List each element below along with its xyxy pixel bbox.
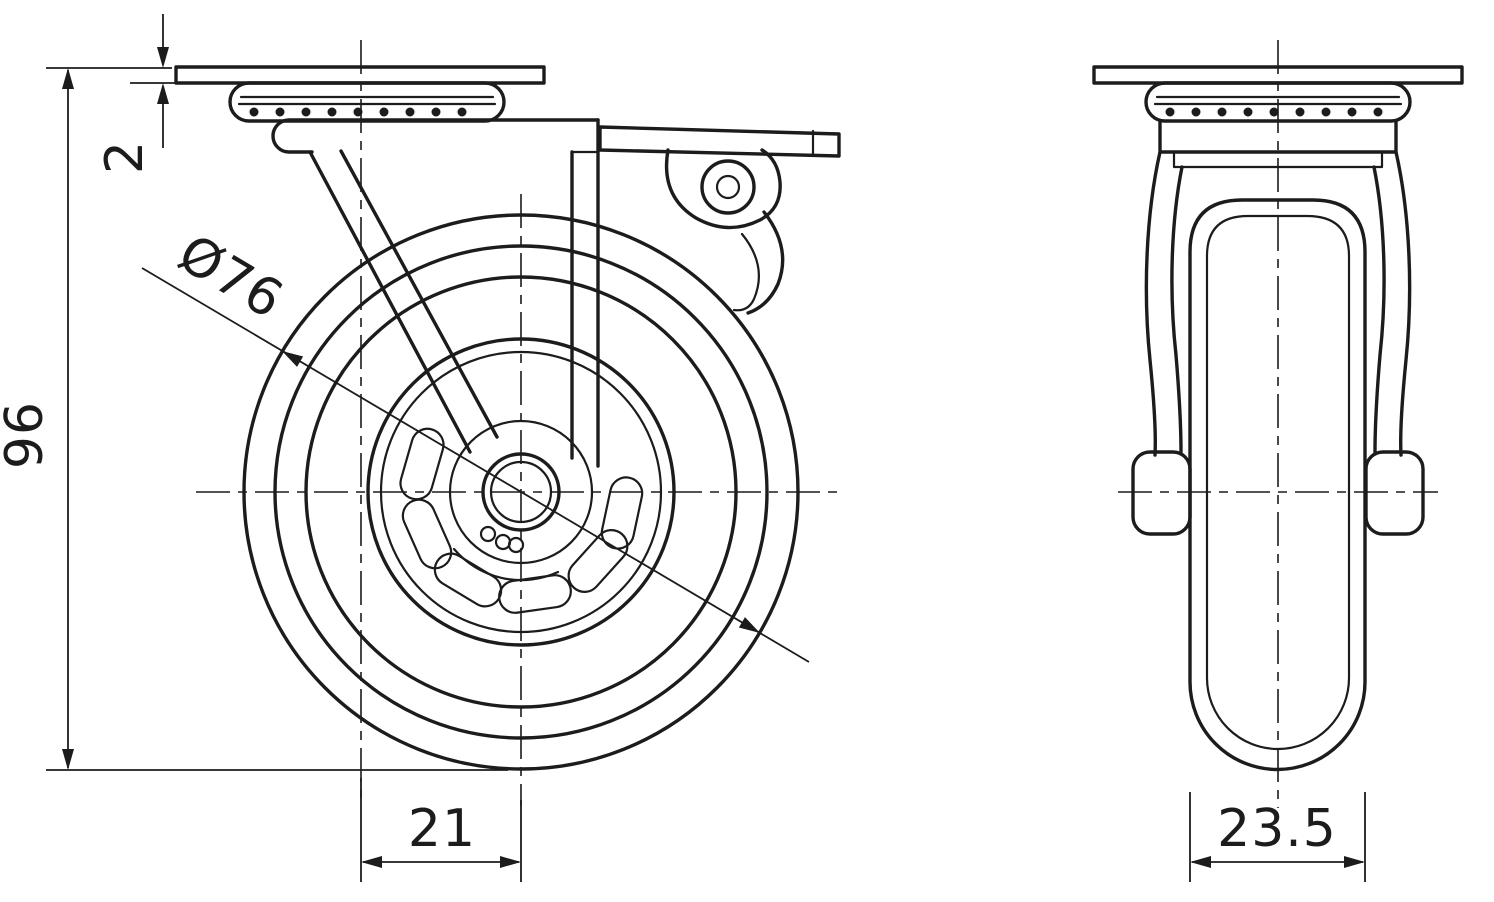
- bearing-race-arc: [452, 547, 560, 582]
- spoke-slot: [600, 476, 644, 550]
- fork-right-leg-inner-side: [1372, 165, 1386, 454]
- bearing-ball: [479, 525, 497, 543]
- raceway-housing-side: [1144, 81, 1412, 123]
- fork-left-leg-inner-side: [1170, 165, 1184, 454]
- caster-front-view: [174, 40, 842, 806]
- brake-pivot-pin: [715, 174, 741, 200]
- axle-bore-outer: [481, 452, 561, 532]
- fork-right-leg-outer-side: [1394, 150, 1412, 457]
- brake-pedal: [598, 125, 841, 158]
- bearing-balls: [479, 525, 525, 554]
- dimension-arrow: [1190, 856, 1211, 868]
- wheel-profile-outer: [1188, 198, 1367, 772]
- bearing-ball: [507, 536, 525, 554]
- spoke-slot: [498, 574, 572, 614]
- bearing-ring: [448, 419, 594, 565]
- fork-left-leg-outer: [308, 150, 472, 454]
- wheel-front: [242, 213, 800, 771]
- dimension-arrow: [157, 47, 169, 68]
- spoke-slot: [401, 498, 453, 570]
- dimension-text-wheel-width: 23.5: [1217, 799, 1337, 859]
- dimension-wheel-width: 23.5: [1189, 792, 1366, 882]
- dimension-overall-height: 96: [0, 67, 508, 771]
- dimension-arrow: [157, 83, 169, 104]
- dimension-arrow: [62, 68, 74, 89]
- dimension-arrow: [361, 856, 382, 868]
- fork-crown-step: [1172, 150, 1384, 169]
- brake-pivot-housing: [664, 148, 782, 230]
- dimension-arrow: [500, 856, 521, 868]
- hub-flange-inner: [379, 350, 663, 634]
- fork-left-leg-outer-side: [1144, 150, 1162, 457]
- caster-side-view: [1092, 40, 1464, 808]
- top-plate: [174, 65, 546, 85]
- dimension-text-swivel-offset: 21: [408, 799, 476, 859]
- spoke-slot: [567, 529, 629, 593]
- fork-head: [271, 118, 600, 154]
- side-view-centerlines: [1118, 40, 1438, 808]
- axle-bore-inner: [489, 460, 553, 524]
- fork-crown: [1158, 119, 1398, 154]
- tread-circle-inner: [304, 275, 738, 709]
- dimension-plate-thickness: 2: [95, 14, 190, 174]
- brake-spring: [732, 232, 760, 312]
- dimension-swivel-offset: 21: [360, 778, 522, 882]
- spoke-slot: [399, 427, 445, 501]
- swivel-raceway-side: [1144, 81, 1412, 123]
- axle-boss-left: [1131, 450, 1192, 536]
- bearing-ball: [494, 533, 512, 551]
- tread-circle-outer: [242, 213, 800, 771]
- wheel-side: [1188, 198, 1367, 772]
- dimension-line: [141, 267, 810, 663]
- swivel-raceway: [228, 81, 506, 123]
- brake-assembly: [598, 125, 841, 315]
- hub-flange-outer: [366, 337, 676, 647]
- hub-spoke-slots: [399, 427, 644, 614]
- dimension-text-overall-height: 96: [0, 401, 55, 469]
- tread-circle-middle: [273, 244, 769, 740]
- dimension-text-plate-thickness: 2: [95, 140, 155, 174]
- brake-arm: [746, 210, 785, 315]
- brake-pivot: [700, 159, 756, 215]
- fork-left-leg-inner: [339, 149, 499, 439]
- axle-boss-right: [1364, 450, 1425, 536]
- wheel-profile-inner: [1205, 214, 1351, 751]
- dimension-arrow: [62, 749, 74, 770]
- dimension-text-wheel-diameter: Ø76: [168, 224, 293, 332]
- dimension-arrow: [1344, 856, 1365, 868]
